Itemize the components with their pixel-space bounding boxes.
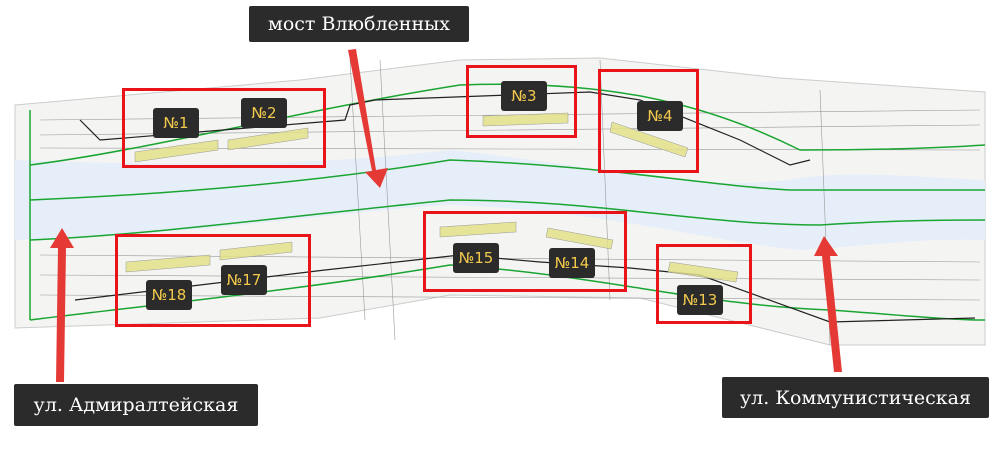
callout-admiralteyskaya: ул. Адмиралтейская [14, 384, 258, 426]
highlight-box-site-3 [466, 65, 577, 138]
highlight-box-sites-1-2 [122, 88, 326, 168]
site-label-1: №1 [153, 108, 199, 138]
site-label-4: №4 [637, 101, 683, 131]
arrow-kommunisticheskaya [814, 236, 842, 372]
highlight-box-sites-14-15 [423, 211, 627, 292]
river [15, 150, 985, 250]
highlight-box-site-4 [598, 69, 699, 173]
highlight-box-site-13 [656, 244, 752, 324]
arrow-admiralteyskaya [50, 228, 74, 382]
site-label-17: №17 [221, 265, 267, 295]
arrows [50, 49, 842, 382]
site-label-15: №15 [453, 243, 499, 273]
arrow-bridge [348, 49, 388, 188]
callout-kommunisticheskaya: ул. Коммунистическая [722, 377, 989, 418]
site-label-3: №3 [501, 81, 547, 111]
green-boundary-lines [29, 83, 986, 321]
site-label-13: №13 [677, 285, 723, 315]
site-label-2: №2 [241, 98, 287, 128]
site-label-14: №14 [549, 248, 595, 278]
zone-strips [125, 112, 739, 283]
highlight-box-sites-17-18 [115, 234, 311, 327]
site-label-18: №18 [146, 280, 192, 310]
callout-bridge: мост Влюбленных [249, 6, 469, 42]
